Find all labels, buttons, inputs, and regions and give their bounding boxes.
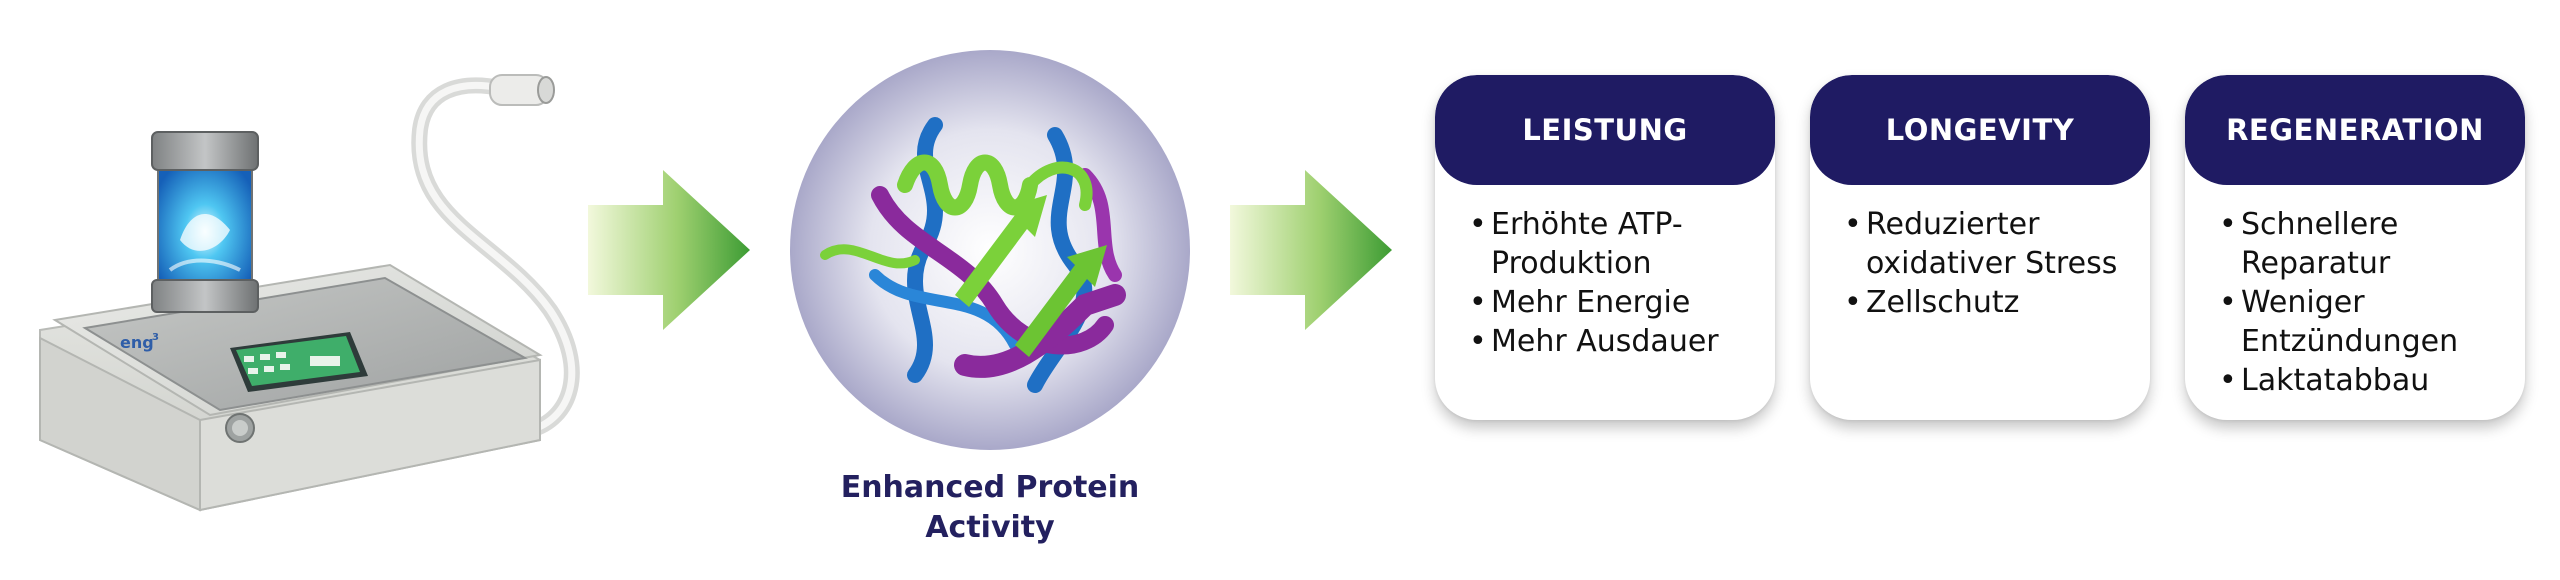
protein-caption-line-1: Enhanced Protein [840, 470, 1140, 505]
arrow-right-icon [1230, 170, 1392, 330]
benefit-list: Reduzierter oxidativer Stress Zellschutz [1810, 185, 2150, 322]
arrow-right-icon [588, 170, 750, 330]
card-title: LONGEVITY [1810, 75, 2150, 185]
benefit-item: Reduzierter oxidativer Stress [1844, 205, 2128, 283]
benefit-item: Mehr Energie [1469, 283, 1753, 322]
benefit-list: Erhöhte ATP-Produktion Mehr Energie Mehr… [1435, 185, 1775, 361]
protein-caption: Enhanced Protein Activity [790, 468, 1190, 548]
device-brand-label: eng [120, 333, 154, 352]
medical-device-icon: eng 3 [39, 74, 580, 512]
benefit-card-regeneration: REGENERATION Schnellere Reparatur Wenige… [2185, 75, 2525, 420]
benefit-item: Schnellere Reparatur [2219, 205, 2503, 283]
benefit-list: Schnellere Reparatur Weniger Entzündunge… [2185, 185, 2525, 400]
benefit-item: Zellschutz [1844, 283, 2128, 322]
benefit-item: Laktatabbau [2219, 361, 2503, 400]
device-brand-superscript: 3 [152, 332, 159, 343]
protein-structure-icon [790, 50, 1190, 450]
benefit-card-leistung: LEISTUNG Erhöhte ATP-Produktion Mehr Ene… [1435, 75, 1775, 420]
card-title: LEISTUNG [1435, 75, 1775, 185]
benefit-item: Mehr Ausdauer [1469, 322, 1753, 361]
protein-caption-line-2: Activity [925, 510, 1055, 545]
card-title: REGENERATION [2185, 75, 2525, 185]
benefit-item: Erhöhte ATP-Produktion [1469, 205, 1753, 283]
benefit-card-longevity: LONGEVITY Reduzierter oxidativer Stress … [1810, 75, 2150, 420]
benefit-item: Weniger Entzündungen [2219, 283, 2503, 361]
